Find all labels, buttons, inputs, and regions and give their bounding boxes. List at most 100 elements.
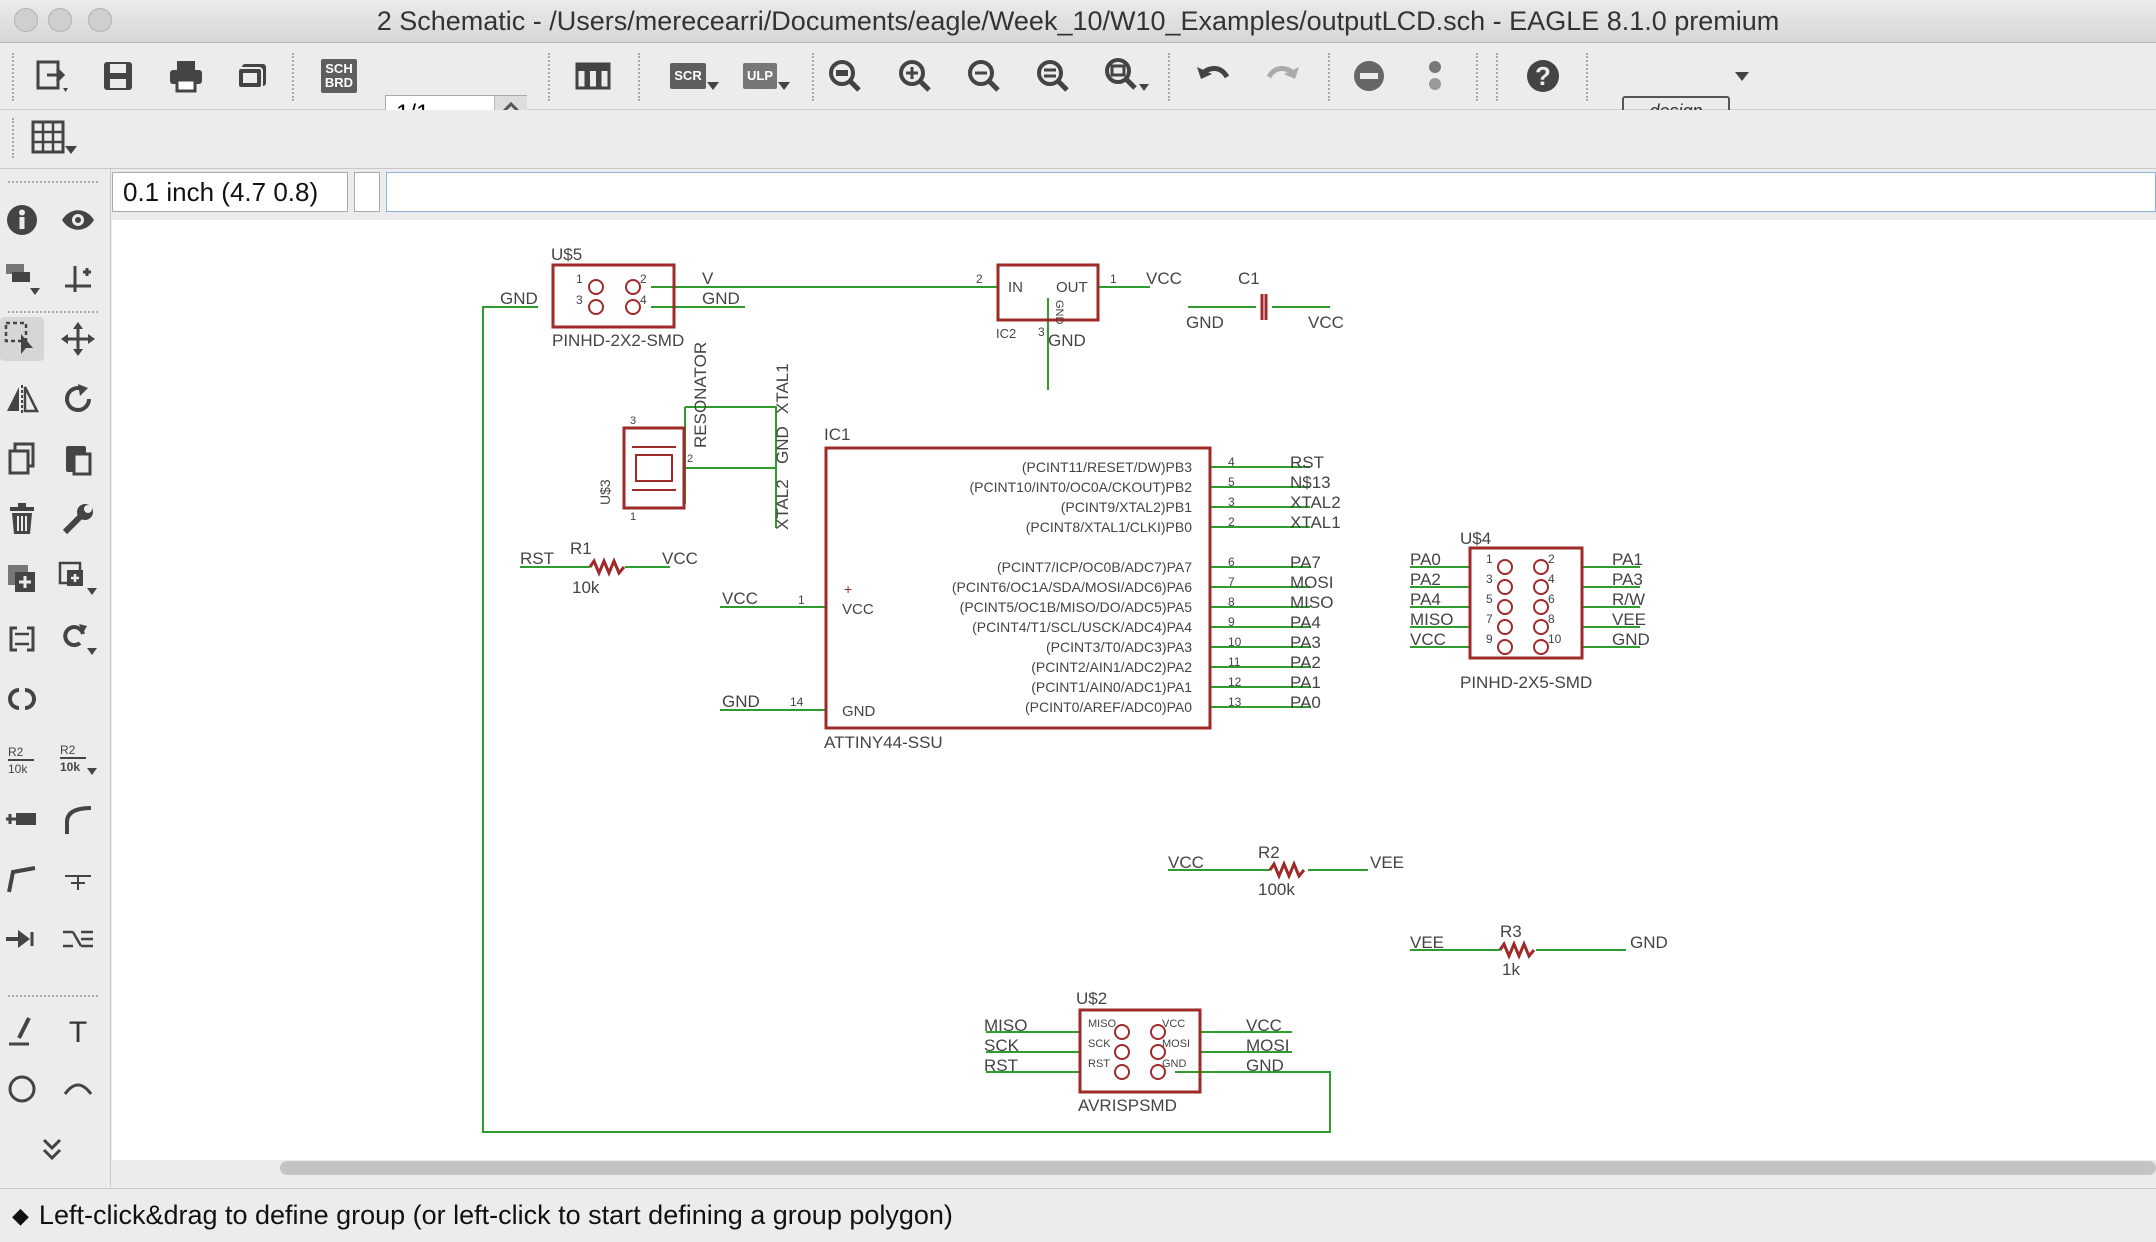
zoom-window-button[interactable]	[88, 8, 112, 32]
ic1-pin-net: PA3	[1290, 633, 1321, 652]
smash-icon[interactable]	[0, 797, 44, 841]
info-icon[interactable]	[0, 198, 44, 242]
ic1-pin-label: (PCINT9/XTAL2)PB1	[1061, 499, 1192, 515]
ulp-icon[interactable]: ULP	[736, 53, 798, 99]
replace-icon[interactable]	[56, 557, 100, 601]
arc-icon[interactable]	[56, 1067, 100, 1111]
net-class-icon[interactable]	[0, 917, 44, 961]
more-tools-chevron-icon[interactable]	[30, 1127, 74, 1171]
print-icon[interactable]	[163, 53, 209, 99]
redo-icon[interactable]	[1260, 53, 1306, 99]
group-icon[interactable]	[0, 317, 44, 361]
r3-symbol	[1498, 940, 1536, 960]
mark-icon[interactable]	[56, 257, 100, 301]
ic1-pin-label: (PCINT10/INT0/OC0A/CKOUT)PB2	[970, 479, 1193, 495]
cam-processor-icon[interactable]	[230, 53, 276, 99]
ic1-pin-number: 8	[1228, 595, 1235, 609]
zoom-out-icon[interactable]	[961, 53, 1007, 99]
zoom-redraw-icon[interactable]	[1030, 53, 1076, 99]
minimize-window-button[interactable]	[48, 8, 72, 32]
copy-icon[interactable]	[0, 437, 44, 481]
ic1-pin-net: PA2	[1290, 653, 1321, 672]
u4-right-pin: 10	[1548, 632, 1562, 646]
c1-name: C1	[1238, 269, 1260, 288]
svg-text:3: 3	[1038, 325, 1045, 339]
display-layers-icon[interactable]	[0, 257, 44, 301]
erc-icon[interactable]	[56, 917, 100, 961]
close-window-button[interactable]	[14, 8, 38, 32]
u3-name: U$3	[597, 479, 613, 505]
u2-name: U$2	[1076, 989, 1107, 1008]
u2-right-net: MOSI	[1246, 1036, 1289, 1055]
text-icon[interactable]: T	[56, 1009, 100, 1053]
svg-text:3: 3	[576, 293, 583, 307]
title-bar: 2 Schematic - /Users/merecearri/Document…	[0, 0, 2156, 43]
pinswap-icon[interactable]	[0, 617, 44, 661]
u4-left-net: PA2	[1410, 570, 1441, 589]
help-icon[interactable]: ?	[1520, 53, 1566, 99]
r1-right-net: VCC	[662, 549, 698, 568]
schematic-drawing[interactable]: U$5 PINHD-2X2-SMD GND V GND 1 2 3 4 IN O…	[112, 220, 2156, 1160]
u3-outline	[622, 426, 686, 510]
grid-icon[interactable]	[28, 116, 82, 162]
paste-icon[interactable]	[56, 437, 100, 481]
svg-text:1: 1	[1110, 272, 1117, 286]
pad-circles	[588, 279, 1549, 1080]
gateswap-icon[interactable]	[56, 617, 100, 661]
mirror-icon[interactable]	[0, 377, 44, 421]
u4-left-net: MISO	[1410, 610, 1453, 629]
split-icon[interactable]	[0, 677, 44, 721]
save-icon[interactable]	[95, 53, 141, 99]
change-icon[interactable]	[56, 497, 100, 541]
u4-outline	[1468, 546, 1584, 660]
coordinate-toggle[interactable]	[354, 172, 380, 212]
ic1-pin-net: XTAL2	[1290, 493, 1341, 512]
u2-left-pin-label: SCK	[1088, 1038, 1111, 1050]
command-line-field[interactable]	[386, 172, 2156, 212]
show-icon[interactable]	[56, 198, 100, 242]
u2-left-net: RST	[984, 1056, 1018, 1075]
design-link-dropdown-icon[interactable]	[1730, 53, 1754, 99]
ic1-pin-net: N$13	[1290, 473, 1331, 492]
u4-left-net: VCC	[1410, 630, 1446, 649]
move-icon[interactable]	[56, 317, 100, 361]
ic1-pin-net: XTAL1	[1290, 513, 1341, 532]
go-icon[interactable]	[1412, 53, 1458, 99]
schematic-labels: U$5 PINHD-2X2-SMD GND V GND 1 2 3 4 IN O…	[500, 245, 1344, 752]
split-wire-icon[interactable]	[0, 857, 44, 901]
horizontal-scrollbar[interactable]	[280, 1161, 2156, 1175]
open-icon[interactable]	[30, 53, 76, 99]
ic1-vcc-net: VCC	[722, 589, 758, 608]
rotate-icon[interactable]	[56, 377, 100, 421]
zoom-in-icon[interactable]	[892, 53, 938, 99]
ic1-pin-number: 13	[1228, 695, 1242, 709]
miter-icon[interactable]	[56, 797, 100, 841]
zoom-fit-icon[interactable]	[822, 53, 868, 99]
sheets-icon[interactable]	[570, 53, 616, 99]
undo-icon[interactable]	[1190, 53, 1236, 99]
ic1-pin-label: (PCINT11/RESET/DW)PB3	[1022, 459, 1192, 475]
u2-right-net: GND	[1246, 1056, 1284, 1075]
ic1-pin-number: 3	[1228, 495, 1235, 509]
ic2-gnd-net: GND	[1048, 331, 1086, 350]
ic1-pin-label: (PCINT7/ICP/OC0B/ADC7)PA7	[997, 559, 1192, 575]
ic1-pin-number: 7	[1228, 575, 1235, 589]
svg-text:3: 3	[630, 415, 636, 427]
add-icon[interactable]	[0, 557, 44, 601]
u5-right-top-net: V	[702, 269, 714, 288]
circle-icon[interactable]	[0, 1067, 44, 1111]
zoom-select-icon[interactable]	[1100, 53, 1156, 99]
grid-toolbar	[0, 110, 2156, 169]
command-line-input[interactable]	[387, 173, 2156, 211]
optimize-icon[interactable]	[56, 857, 100, 901]
u4-right-pin: 8	[1548, 612, 1555, 626]
toolbar-grip	[12, 53, 14, 101]
delete-icon[interactable]	[0, 497, 44, 541]
wire-icon[interactable]	[0, 1009, 44, 1053]
stop-icon[interactable]	[1346, 53, 1392, 99]
script-icon[interactable]: SCR	[664, 53, 726, 99]
schematic-canvas[interactable]: U$5 PINHD-2X2-SMD GND V GND 1 2 3 4 IN O…	[112, 220, 2156, 1160]
